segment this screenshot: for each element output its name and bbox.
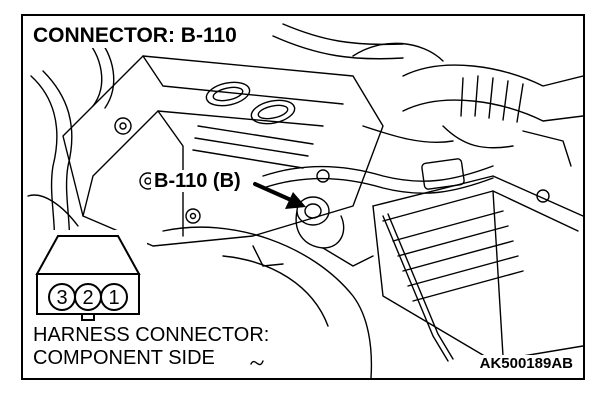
- arrow: [253, 182, 306, 209]
- valve-cover-outline: [62, 55, 384, 247]
- pin-1-circle: [100, 283, 128, 311]
- component-side-label: COMPONENT SIDE: [31, 347, 217, 370]
- pin-1-label: 1: [108, 287, 119, 309]
- air-cleaner-box: [372, 175, 583, 217]
- intake-duct: [402, 64, 583, 87]
- plug-seal-ring: [250, 99, 296, 125]
- connector-callout-label: B-110 (B): [151, 170, 244, 192]
- figure-code: AK500189AB: [477, 355, 575, 372]
- hose: [262, 165, 494, 182]
- b-110-connector-body: [296, 196, 330, 226]
- engine-bay-illustration: 3 2 1: [27, 23, 583, 378]
- connector-face-symbol: 3 2 1: [29, 230, 147, 321]
- plug-seal-ring: [205, 81, 251, 107]
- diagram-frame: 3 2 1 CONNECTOR: B-110 B-110 (B) HARNESS…: [21, 14, 585, 380]
- connector-title: CONNECTOR: B-110: [31, 24, 241, 48]
- pin-2-label: 2: [82, 287, 93, 309]
- pin-3-label: 3: [56, 287, 67, 309]
- harness-connector-label: HARNESS CONNECTOR:: [31, 324, 272, 346]
- connector-lock-tab: [81, 313, 95, 321]
- wiring-harness: [30, 75, 58, 257]
- intake-manifold: [162, 226, 373, 378]
